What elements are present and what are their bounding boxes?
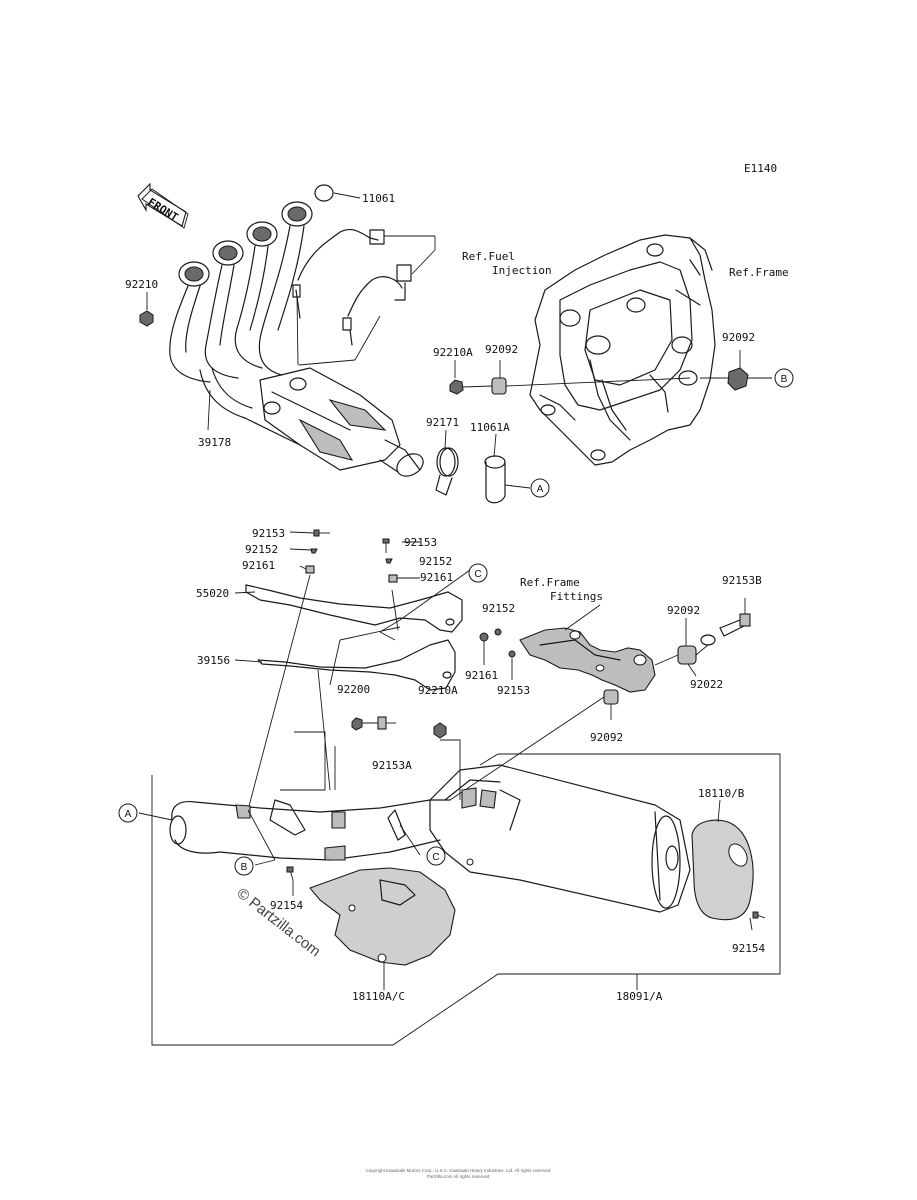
part-label-92154-right: 92154 (732, 942, 765, 955)
part-label-11061a: 11061A (470, 421, 510, 434)
ref-frame-fittings-line2: Fittings (550, 590, 603, 603)
part-label-92200: 92200 (337, 683, 370, 696)
svg-text:A: A (537, 484, 544, 495)
svg-text:A: A (125, 809, 132, 820)
ref-frame: Ref.Frame (729, 266, 789, 279)
svg-text:B: B (241, 862, 248, 873)
part-label-92161-a: 92161 (242, 559, 275, 572)
part-label-92161-c: 92161 (465, 669, 498, 682)
muffler-assembly (169, 764, 766, 966)
ref-fuel-injection-line2: Injection (492, 264, 552, 277)
part-label-92171: 92171 (426, 416, 459, 429)
part-label-18110ac: 18110A/C (352, 990, 405, 1003)
part-label-92092-right: 92092 (722, 331, 755, 344)
part-label-92092-low: 92092 (590, 731, 623, 744)
part-label-92153b: 92153B (722, 574, 762, 587)
part-label-92154-left: 92154 (270, 899, 303, 912)
svg-text:B: B (781, 374, 788, 385)
muffler-mount-bracket (449, 598, 751, 801)
ref-fuel-injection-line1: Ref.Fuel (462, 250, 515, 263)
part-label-92210: 92210 (125, 278, 158, 291)
part-label-18110b: 18110/B (698, 787, 745, 800)
front-arrow-icon: FRONT (137, 182, 189, 229)
part-label-92153a: 92153A (372, 759, 412, 772)
part-label-18091a: 18091/A (616, 990, 663, 1003)
part-label-92210a-mid: 92210A (418, 684, 458, 697)
part-label-92152-c: 92152 (482, 602, 515, 615)
footer-rights: Partzilla.com All rights reserved (427, 1174, 490, 1179)
guard-fasteners (305, 529, 516, 658)
svg-text:C: C (432, 852, 439, 863)
exhaust-header-pipes (139, 184, 424, 477)
callout-b-upper: B (774, 368, 794, 388)
callout-c-upper: C (468, 563, 488, 583)
part-label-92152-a: 92152 (245, 543, 278, 556)
part-label-92210a: 92210A (433, 346, 473, 359)
guard-leader-lines (234, 531, 513, 811)
part-label-92153-a: 92153 (252, 527, 285, 540)
part-label-92152-b: 92152 (419, 555, 452, 568)
callout-c-lower: C (426, 846, 446, 866)
ref-frame-fittings-line1: Ref.Frame (520, 576, 580, 589)
callout-b-lower: B (234, 856, 254, 876)
heat-guards (245, 584, 463, 691)
frame-mount-hardware (449, 350, 772, 395)
part-label-39178: 39178 (198, 436, 231, 449)
part-label-11061: 11061 (362, 192, 395, 205)
part-label-92153-c: 92153 (497, 684, 530, 697)
frame-reference (529, 234, 716, 466)
part-label-39156: 39156 (197, 654, 230, 667)
part-label-92153-b: 92153 (404, 536, 437, 549)
footer-copyright: Copyright Kawasaki Motors Corp., U.S.A. … (366, 1168, 551, 1173)
svg-text:C: C (474, 569, 481, 580)
part-label-92161-b: 92161 (420, 571, 453, 584)
clamp-and-gasket (435, 429, 531, 504)
part-label-92092-top: 92092 (485, 343, 518, 356)
muffler-leader-lines (138, 716, 781, 1046)
header-leader-lines (146, 192, 436, 431)
callout-a-lower: A (118, 803, 138, 823)
part-label-55020: 55020 (196, 587, 229, 600)
watermark: © Partzilla.com (234, 885, 324, 961)
part-label-92022: 92022 (690, 678, 723, 691)
diagram-code: E1140 (744, 162, 777, 175)
part-label-92092-mid: 92092 (667, 604, 700, 617)
callout-a-upper: A (530, 478, 550, 498)
